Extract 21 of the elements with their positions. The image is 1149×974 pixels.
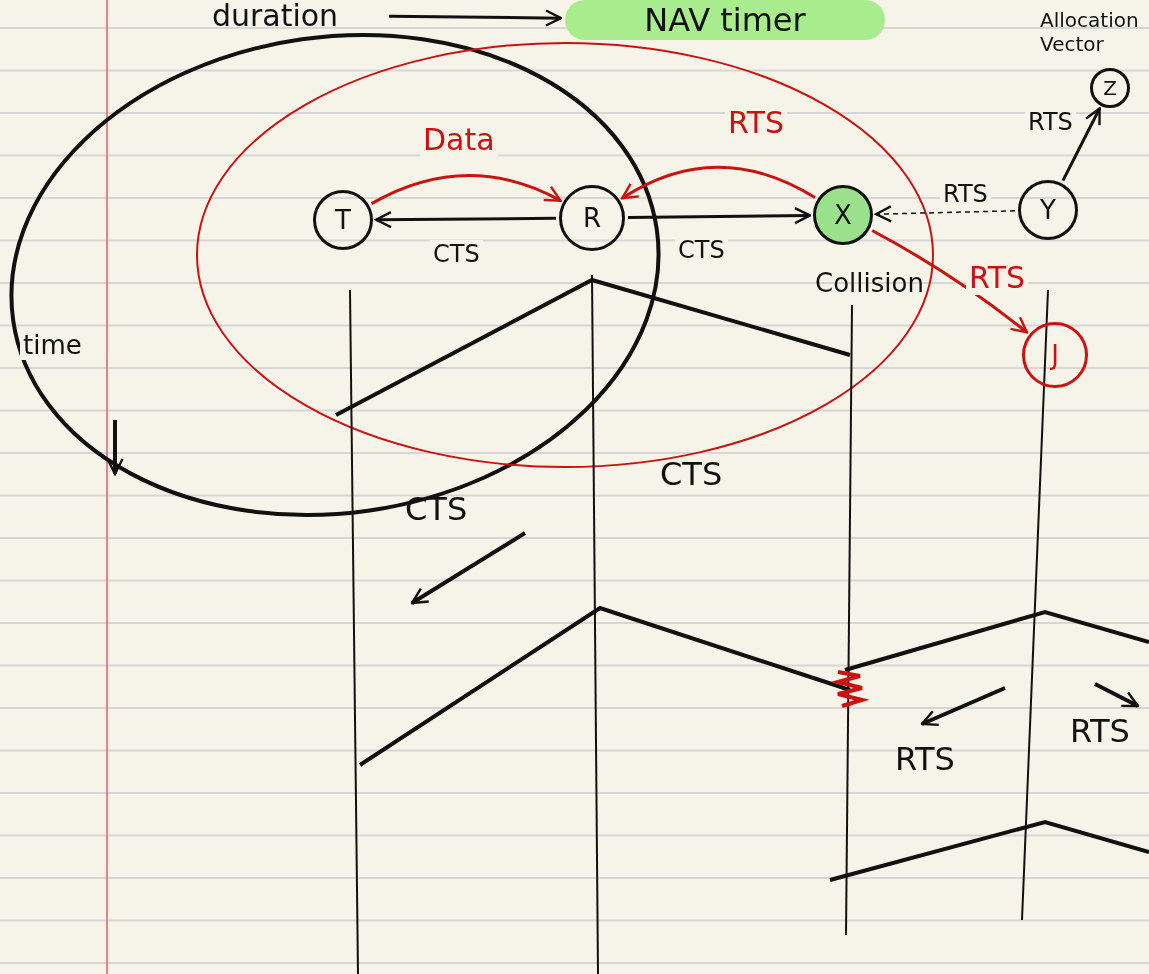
event-label: Collision (815, 268, 924, 298)
arrow (874, 205, 1016, 223)
station-circle: T (313, 190, 373, 250)
arrow (389, 9, 563, 27)
arrow (374, 210, 556, 229)
station-circle: J (1022, 322, 1088, 388)
station-circle: Z (1090, 68, 1130, 108)
arrow (627, 206, 812, 225)
definition-note: Allocation Vector (1040, 8, 1140, 56)
frame-label: CTS (660, 455, 723, 493)
highlighted-label: NAV timer (565, 0, 885, 40)
arrow (370, 174, 562, 205)
frame-label: RTS (1070, 712, 1130, 750)
arrow (1061, 107, 1101, 182)
frame-label: RTS (895, 740, 955, 778)
arrow (620, 165, 816, 200)
station-circle: X (813, 185, 873, 245)
arrow (871, 229, 1029, 334)
duration-text: duration (165, 0, 385, 32)
station-circle: R (559, 185, 625, 251)
station-circle: Y (1018, 180, 1078, 240)
